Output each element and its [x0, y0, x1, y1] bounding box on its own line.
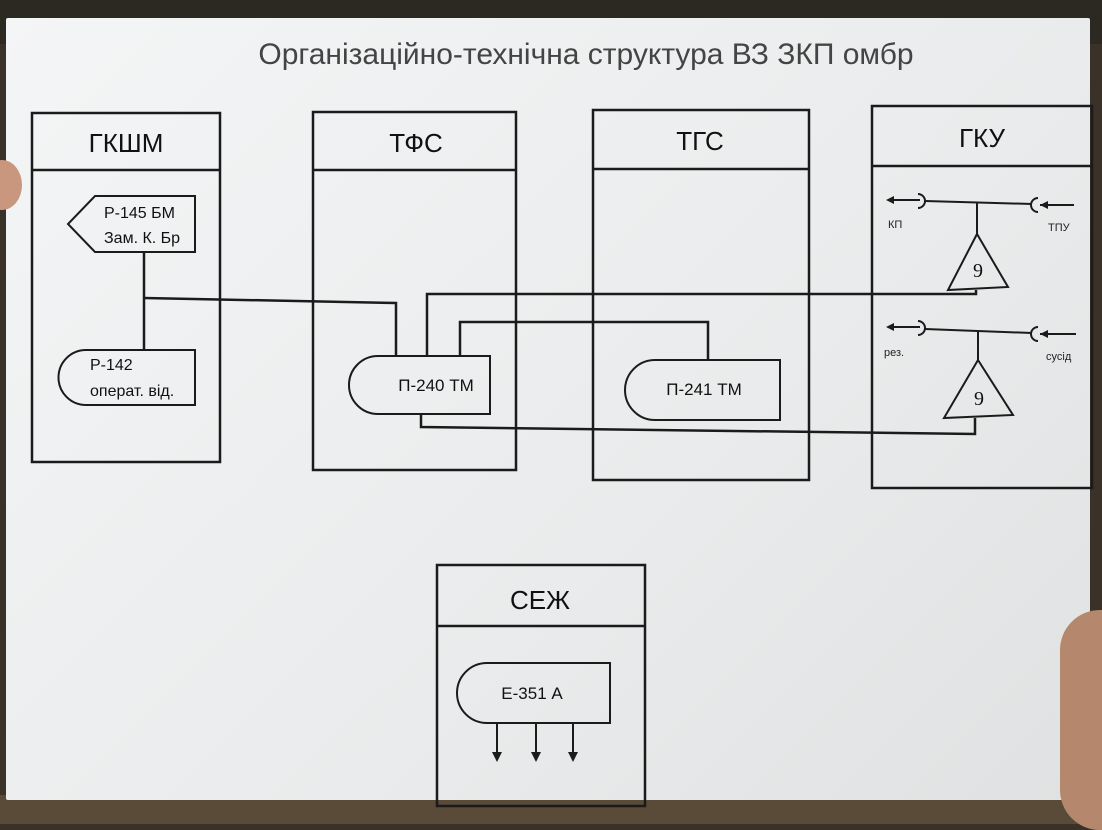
block-sezh-header: СЕЖ — [510, 585, 570, 615]
device-r145-line2: Зам. К. Бр — [104, 230, 180, 247]
amplifier-upper — [946, 231, 1010, 292]
gku-label-susid: сусід — [1046, 351, 1072, 363]
block-gku-header: ГКУ — [959, 123, 1006, 153]
device-p240-label: П-240 ТМ — [398, 376, 474, 395]
device-r142-line2: операт. від. — [90, 383, 174, 400]
block-tfs: ТФС П-240 ТМ — [311, 110, 518, 472]
device-p241-shape — [624, 359, 781, 421]
device-p240-shape — [348, 355, 491, 415]
finger-left — [0, 160, 22, 210]
gku-label-tpu: ТПУ — [1048, 222, 1071, 234]
gku-label-rez: рез. — [884, 347, 904, 359]
device-p241-label: П-241 ТМ — [666, 380, 742, 399]
device-e351-label: Е-351 А — [501, 684, 563, 703]
block-tgs: ТГС П-241 ТМ — [591, 108, 811, 482]
block-tfs-header: ТФС — [389, 128, 443, 158]
hand-right — [1060, 610, 1102, 830]
block-sezh: СЕЖ Е-351 А — [435, 563, 647, 808]
block-gku: ГКУ КП ТПУ 9 рез. сусід — [870, 104, 1094, 490]
amplifier-lower — [942, 358, 1015, 420]
device-r142-line1: Р-142 — [90, 357, 133, 374]
connection-lines — [142, 252, 978, 436]
amplifier-upper-label: 9 — [973, 260, 983, 282]
block-gkshm-header: ГКШМ — [89, 128, 164, 158]
device-e351-shape — [456, 662, 611, 724]
device-r142-shape — [57, 349, 196, 406]
gku-label-kp: КП — [888, 219, 902, 231]
diagram-title: Організаційно-технічна структура ВЗ ЗКП … — [258, 38, 913, 71]
block-tgs-header: ТГС — [676, 126, 724, 156]
paper-sheet — [6, 18, 1090, 800]
amplifier-lower-label: 9 — [974, 388, 984, 410]
device-r145-line1: Р-145 БМ — [104, 205, 175, 222]
block-gkshm: ГКШМ Р-145 БМ Зам. К. Бр Р-142 операт. в… — [30, 111, 222, 464]
